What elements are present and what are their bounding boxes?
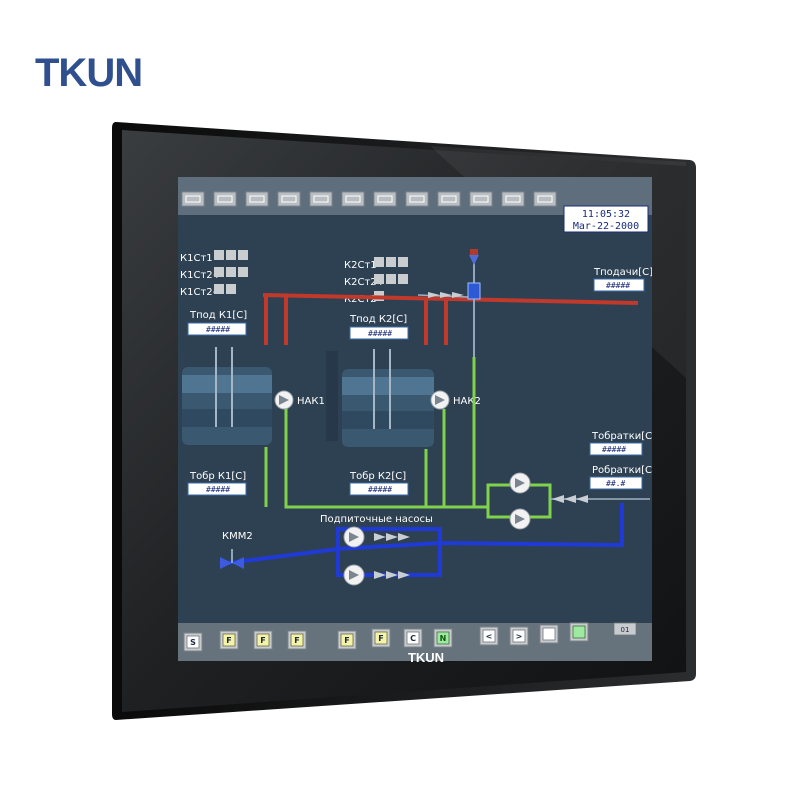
makeup-pump-2[interactable] — [343, 564, 365, 586]
footer-button-prev[interactable]: < — [479, 626, 499, 646]
top-button-1[interactable] — [181, 191, 205, 207]
svg-text:C: C — [410, 634, 416, 643]
pump-hak2-label: НАК2 — [453, 396, 481, 407]
boiler2-return-value: ##### — [368, 485, 392, 494]
boiler1-supply-value: ##### — [206, 325, 230, 334]
page-indicator: 01 — [613, 622, 637, 636]
top-button-12[interactable] — [533, 191, 557, 207]
pump-hak2[interactable] — [430, 390, 450, 410]
footer-button-4[interactable]: F — [287, 630, 307, 650]
valve-kmm2[interactable] — [220, 549, 244, 569]
footer-button-3[interactable]: F — [253, 630, 273, 650]
return-flow-arrows — [552, 495, 588, 503]
footer-button-blank[interactable] — [539, 624, 559, 644]
svg-text:F: F — [378, 634, 383, 643]
makeup-flow-arrows — [374, 533, 410, 579]
svg-text:N: N — [440, 634, 447, 643]
footer-button-6[interactable]: F — [371, 628, 391, 648]
circulation-pump-1[interactable] — [509, 472, 531, 494]
pump-hak1-label: НАК1 — [297, 396, 325, 407]
boiler1-supply-box — [187, 322, 247, 336]
footer-button-7[interactable]: C — [403, 628, 423, 648]
top-button-9[interactable] — [437, 191, 461, 207]
footer-button-green[interactable] — [569, 622, 589, 642]
top-button-6[interactable] — [341, 191, 365, 207]
svg-text:F: F — [344, 636, 349, 645]
svg-text:>: > — [516, 632, 523, 641]
footer-button-8[interactable]: N — [433, 628, 453, 648]
system-supply-label: Тподачи[С] — [593, 267, 652, 278]
boiler1-return-label: Тобр К1[С] — [189, 471, 246, 482]
top-button-10[interactable] — [469, 191, 493, 207]
return-pipe-main — [284, 409, 488, 509]
system-return-pressure-value: ##.# — [606, 479, 625, 488]
system-return-temp-box — [589, 442, 643, 456]
system-supply-box — [593, 278, 645, 292]
footer-button-5[interactable]: F — [337, 630, 357, 650]
system-return-pressure-label: Робратки[С] — [592, 465, 652, 476]
supply-flow-arrows — [428, 292, 464, 298]
system-return-pressure-box — [589, 476, 643, 490]
svg-text:F: F — [294, 636, 299, 645]
clock-display — [563, 205, 649, 233]
supply-pipe-main — [262, 293, 639, 305]
clock-date: Mar-22-2000 — [573, 221, 639, 232]
top-toolbar-buttons — [181, 191, 557, 207]
boiler1-supply-label: Тпод К1[С] — [189, 310, 247, 321]
pump-hak1[interactable] — [274, 390, 294, 410]
boiler2-supply-value: ##### — [368, 329, 392, 338]
bezel-logo: TKUN — [407, 650, 445, 665]
top-button-11[interactable] — [501, 191, 525, 207]
boiler2-supply-box — [349, 326, 409, 340]
clock-time: 11:05:32 — [582, 209, 630, 220]
boiler2-status-2: К2Ст2+ — [344, 277, 385, 288]
top-button-7[interactable] — [373, 191, 397, 207]
svg-text:F: F — [260, 636, 265, 645]
valve-kmm2-label: КММ2 — [222, 531, 253, 542]
brand-logo: TKUN — [35, 51, 143, 94]
boiler2-tank — [326, 349, 434, 447]
top-button-5[interactable] — [309, 191, 333, 207]
boiler1-status-2: К1Ст2+ — [180, 270, 221, 281]
svg-text:<: < — [486, 632, 493, 641]
footer-button-2[interactable]: F — [219, 630, 239, 650]
system-return-temp-label: Тобратки[С] — [591, 431, 652, 442]
top-button-8[interactable] — [405, 191, 429, 207]
svg-text:F: F — [226, 636, 231, 645]
boiler2-status-1: К2Ст1 — [344, 260, 377, 271]
boiler1-tank — [182, 347, 272, 445]
footer-button-next[interactable]: > — [509, 626, 529, 646]
svg-text:S: S — [190, 638, 196, 647]
top-button-2[interactable] — [213, 191, 237, 207]
top-button-3[interactable] — [245, 191, 269, 207]
system-return-temp-value: ##### — [602, 445, 626, 454]
svg-text:01: 01 — [621, 626, 630, 634]
boiler1-return-value: ##### — [206, 485, 230, 494]
boiler1-status-3: К1Ст2- — [180, 287, 217, 298]
boiler2-supply-label: Тпод К2[С] — [349, 314, 407, 325]
boiler1-return-box — [187, 482, 247, 496]
makeup-pumps-label: Подпиточные насосы — [320, 514, 433, 525]
system-supply-value: ##### — [606, 281, 630, 290]
supply-valve[interactable] — [467, 249, 481, 357]
boiler1-status-1: К1Ст1 — [180, 253, 213, 264]
circulation-pump-2[interactable] — [509, 508, 531, 530]
boiler2-return-label: Тобр К2[С] — [349, 471, 406, 482]
makeup-pump-1[interactable] — [343, 526, 365, 548]
hmi-canvas: 11:05:32 Mar-22-2000 К1Ст1 К1Ст2+ К1Ст2-… — [178, 177, 652, 661]
boiler1-status-indicators — [214, 250, 248, 294]
makeup-pipe — [227, 503, 624, 565]
boiler2-return-box — [349, 482, 409, 496]
boiler2-status-3: К2Ст2- — [344, 294, 381, 305]
hmi-screen: 11:05:32 Mar-22-2000 К1Ст1 К1Ст2+ К1Ст2-… — [178, 177, 652, 661]
brand-logo-text: TKUN — [35, 51, 142, 94]
footer-button-1[interactable]: S — [183, 632, 203, 652]
top-button-4[interactable] — [277, 191, 301, 207]
